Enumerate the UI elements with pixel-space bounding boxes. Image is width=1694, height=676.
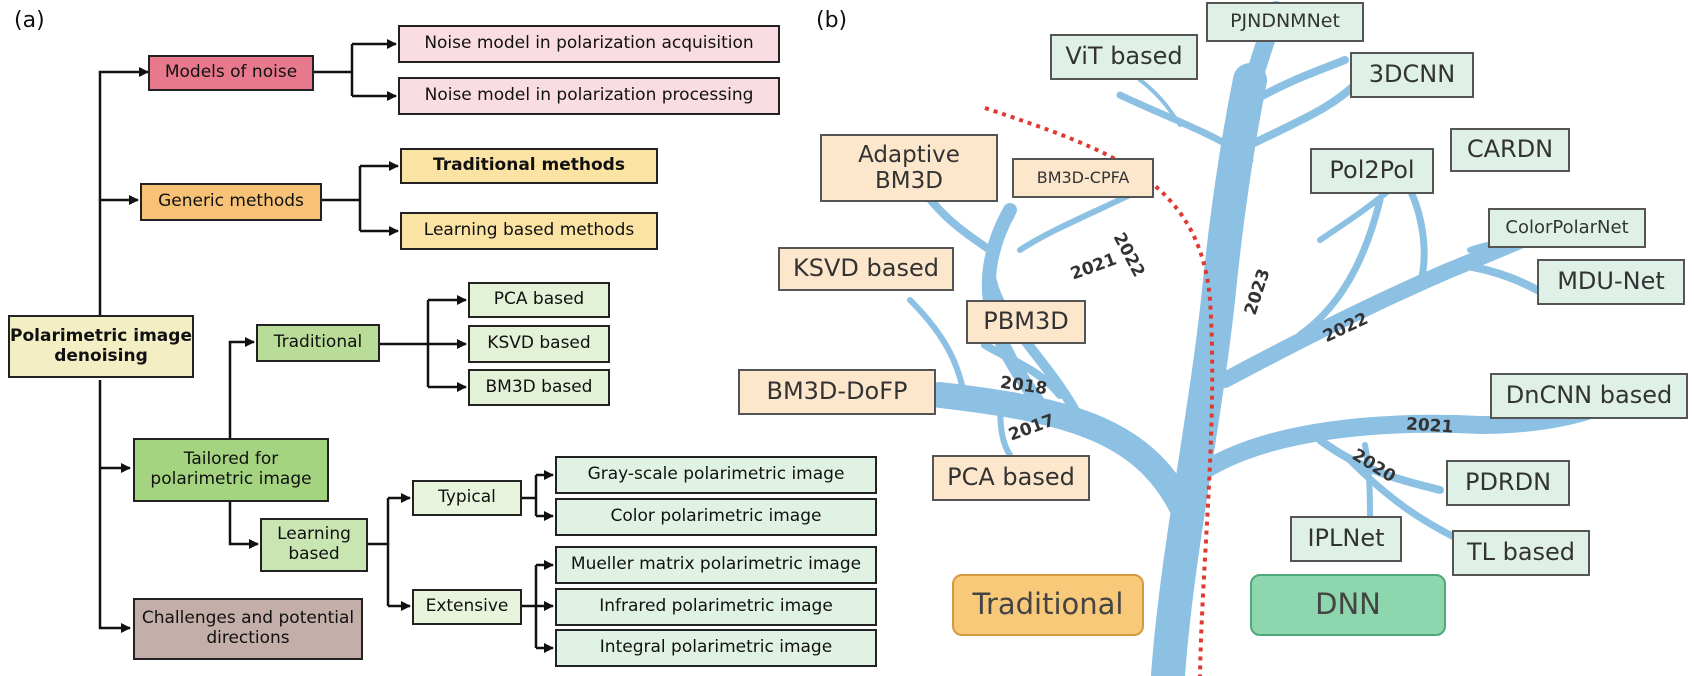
bm3d-based-node: BM3D based bbox=[468, 369, 610, 406]
ksvd-based-node: KSVD based bbox=[468, 325, 610, 363]
method-dncnn-based: DnCNN based bbox=[1490, 373, 1688, 419]
generic-methods-node: Generic methods bbox=[140, 183, 322, 221]
generic-traditional-node: Traditional methods bbox=[400, 148, 658, 184]
mueller-matrix-node: Mueller matrix polarimetric image bbox=[555, 546, 877, 584]
extensive-node: Extensive bbox=[412, 589, 522, 625]
method-mdu-net: MDU-Net bbox=[1537, 259, 1685, 305]
method-cardn: CARDN bbox=[1450, 128, 1570, 172]
method-bm3d-dofp: BM3D-DoFP bbox=[738, 369, 936, 415]
method-pbm3d: PBM3D bbox=[966, 300, 1086, 344]
method-ksvd-based: KSVD based bbox=[778, 247, 954, 291]
method-pdrdn: PDRDN bbox=[1446, 460, 1570, 506]
typical-node: Typical bbox=[412, 480, 522, 516]
method-vit-based: ViT based bbox=[1050, 34, 1198, 80]
color-polarimetric-node: Color polarimetric image bbox=[555, 498, 877, 536]
method-colorpolarnet: ColorPolarNet bbox=[1488, 208, 1646, 248]
root-node: Polarimetric image denoising bbox=[8, 315, 194, 378]
method-3dcnn: 3DCNN bbox=[1350, 52, 1474, 98]
panel-a-label: (a) bbox=[14, 8, 45, 33]
tailored-node: Tailored for polarimetric image bbox=[133, 438, 329, 502]
divider-dashed-line bbox=[984, 106, 1215, 676]
integral-node: Integral polarimetric image bbox=[555, 629, 877, 667]
tree-branch-right bbox=[1217, 217, 1568, 388]
learning-based-node: Learning based bbox=[260, 518, 368, 572]
infrared-node: Infrared polarimetric image bbox=[555, 588, 877, 626]
legend-dnn: DNN bbox=[1250, 574, 1446, 636]
method-tl-based: TL based bbox=[1452, 530, 1590, 576]
panel-a-connectors bbox=[98, 39, 554, 653]
gray-scale-node: Gray-scale polarimetric image bbox=[555, 456, 877, 494]
method-bm3d-cpfa: BM3D-CPFA bbox=[1012, 158, 1154, 198]
noise-acquisition-node: Noise model in polarization acquisition bbox=[398, 25, 780, 63]
models-of-noise-node: Models of noise bbox=[148, 55, 314, 91]
method-iplnet: IPLNet bbox=[1290, 516, 1402, 562]
legend-traditional: Traditional bbox=[952, 574, 1144, 636]
noise-processing-node: Noise model in polarization processing bbox=[398, 77, 780, 115]
method-pca-based: PCA based bbox=[932, 455, 1090, 501]
method-pol2pol: Pol2Pol bbox=[1310, 148, 1434, 194]
year-label-2021-right: 2021 bbox=[1405, 414, 1454, 438]
challenges-node: Challenges and potential directions bbox=[133, 598, 363, 660]
traditional-node: Traditional bbox=[256, 324, 380, 362]
panel-b-label: (b) bbox=[816, 8, 848, 33]
generic-learning-node: Learning based methods bbox=[400, 212, 658, 250]
method-adaptive-bm3d: Adaptive BM3D bbox=[820, 134, 998, 202]
method-pjndnmnet: PJNDNMNet bbox=[1206, 2, 1364, 42]
pca-based-node: PCA based bbox=[468, 282, 610, 318]
